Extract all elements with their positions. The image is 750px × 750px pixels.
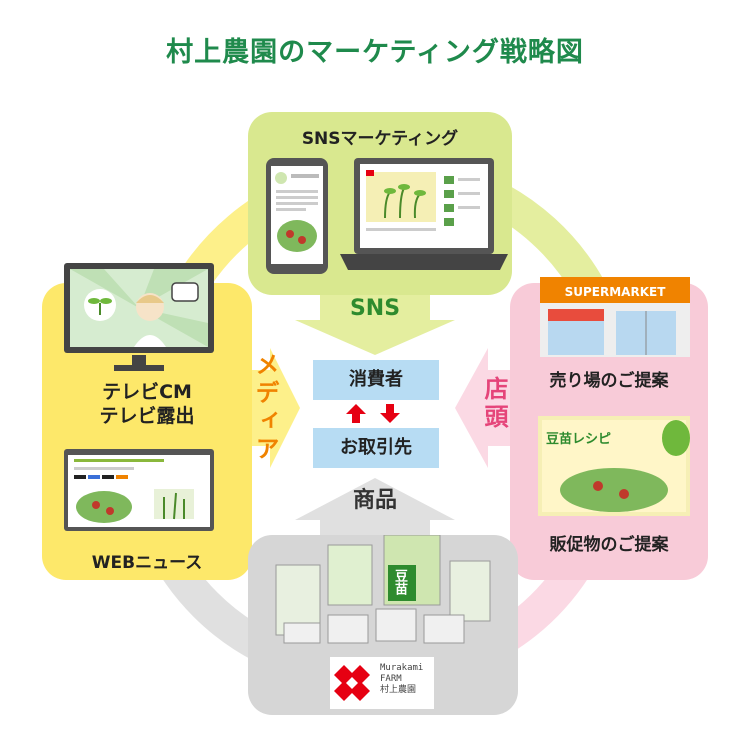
murakami-farm-logo-icon — [334, 665, 370, 701]
web-news-label: WEBニュース — [91, 553, 203, 573]
logo: Murakami FARM 村上農園 — [330, 657, 434, 709]
media-arrow-label: メディア — [251, 352, 279, 464]
tv-icon — [64, 263, 214, 371]
product-arrow — [295, 478, 455, 540]
down-arrow-icon — [380, 404, 400, 423]
recipe-sign: 豆苗レシピ — [546, 432, 612, 447]
store-panel: SUPERMARKET 売り場のご提案 豆苗レシピ 販促物のご提案 — [510, 277, 708, 580]
business-partner-box: お取引先 — [313, 428, 439, 468]
consumer-box: 消費者 — [313, 360, 439, 400]
sns-arrow — [295, 295, 455, 355]
media-panel: テレビCM テレビ露出 WEBニュース — [42, 263, 252, 580]
up-arrow-icon — [346, 404, 366, 423]
sales-floor-label: 売り場のご提案 — [549, 371, 669, 391]
product-packages-icon — [275, 535, 491, 644]
sns-panel-label: SNSマーケティング — [301, 129, 459, 149]
logo-line1: Murakami — [380, 663, 424, 673]
page-title: 村上農園のマーケティング戦略図 — [166, 37, 584, 68]
store-arrow — [455, 348, 510, 468]
store-arrow-label: 店頭 — [480, 376, 508, 432]
web-news-window-icon — [64, 449, 214, 531]
product-arrow-label: 商品 — [352, 488, 397, 513]
logo-line3: 村上農園 — [380, 685, 417, 695]
product-panel: 豆苗 Murakami FARM 村上農園 — [248, 535, 518, 715]
tv-cm-label: テレビCM — [102, 381, 192, 403]
smartphone-icon — [266, 158, 328, 274]
logo-line2: FARM — [380, 674, 402, 684]
media-arrow — [248, 348, 300, 468]
sns-panel: SNSマーケティング — [248, 112, 512, 295]
supermarket-sign: SUPERMARKET — [564, 285, 666, 299]
sns-arrow-label: SNS — [349, 296, 401, 321]
promo-material-icon — [538, 416, 690, 516]
promo-label: 販促物のご提案 — [549, 535, 669, 555]
pack-label: 豆苗 — [392, 569, 407, 595]
supermarket-icon — [540, 277, 690, 357]
laptop-icon — [340, 158, 508, 270]
tv-exposure-label: テレビ露出 — [99, 405, 195, 427]
tv-label: テレビCM テレビ露出 — [42, 380, 252, 428]
